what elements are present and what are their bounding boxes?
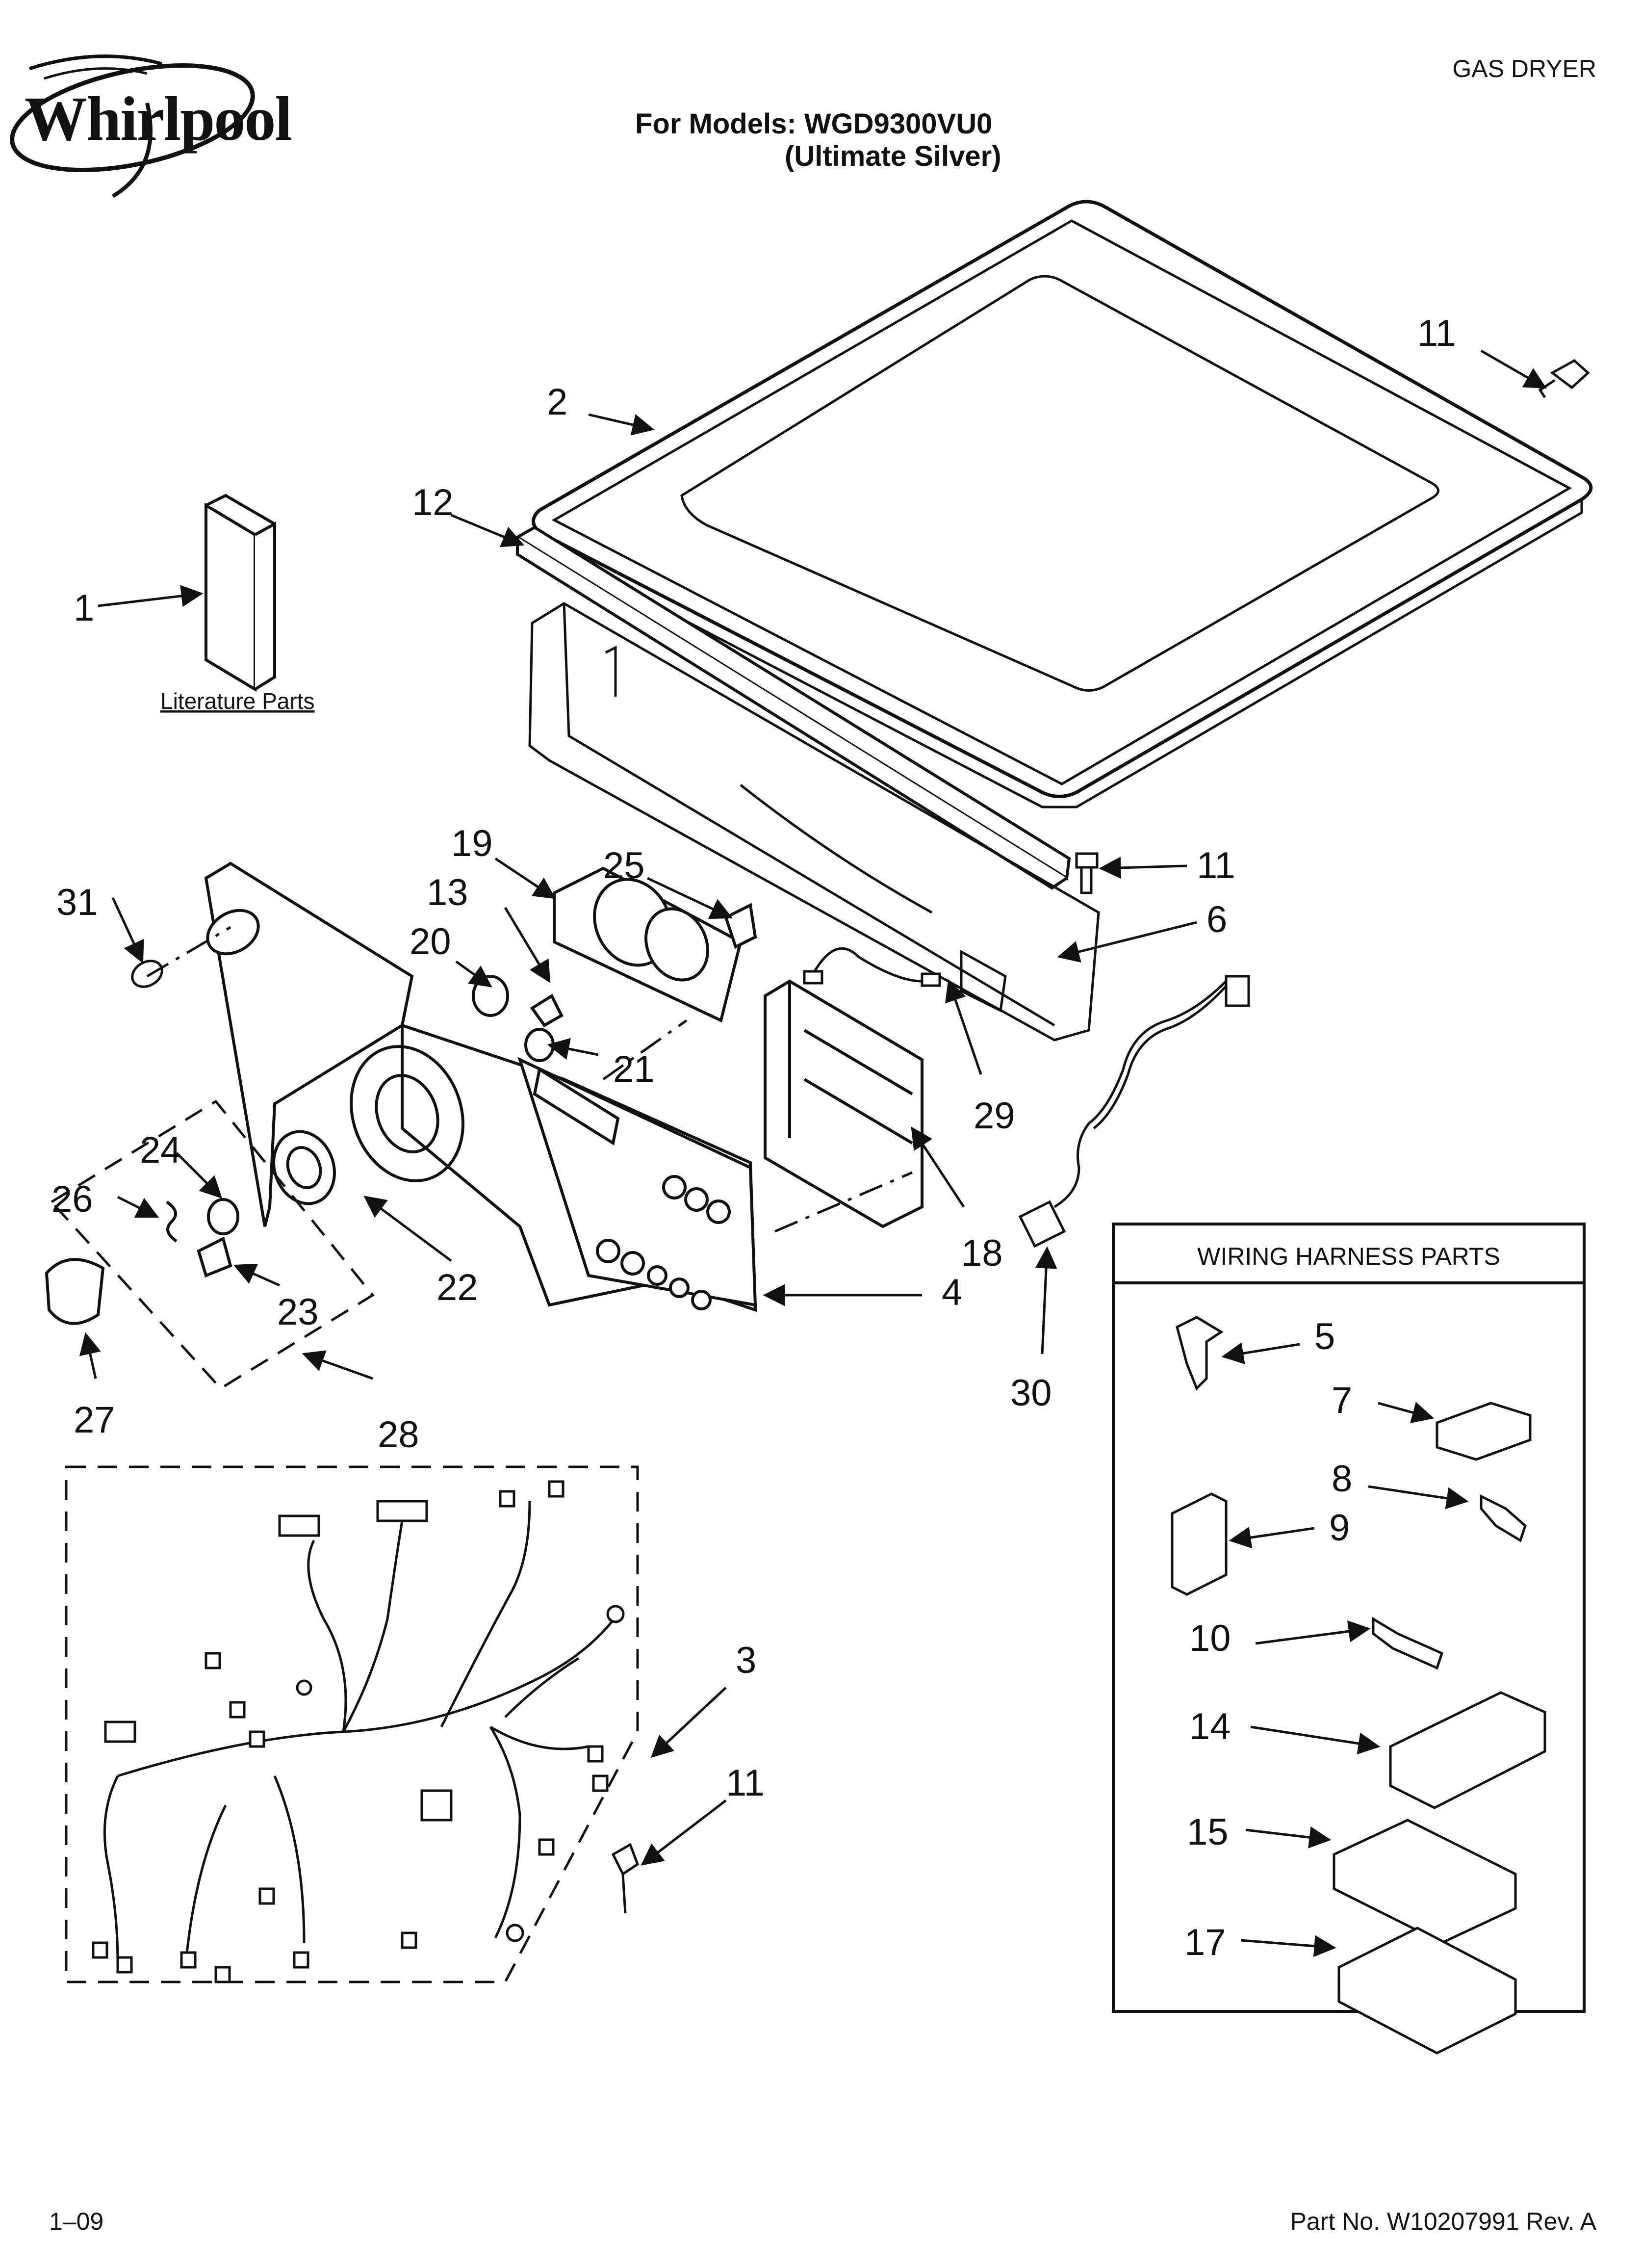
literature-booklet-part-1 [205,494,276,692]
screw-part-11-mid [1075,852,1099,894]
wiring-harness-part-3 [65,1465,639,1983]
callout-24: 24 [140,1129,181,1171]
lens-part-31 [131,960,163,988]
harness-part-30 [1018,975,1250,1248]
callout-1: 1 [74,587,94,629]
callout-14: 14 [1189,1706,1231,1747]
whirlpool-logo: Whirlpool [10,54,292,198]
callout-numbers: 1 2 3 4 5 6 7 8 9 10 11 11 11 12 13 14 1… [51,313,1456,1963]
console-housing-part-4 [204,861,757,1312]
user-interface-module-part-19 [472,866,757,1062]
alignment-leaders [146,926,913,1233]
clip-part-5 [1176,1316,1224,1391]
callout-7: 7 [1332,1380,1352,1421]
product-type: GAS DRYER [1452,55,1596,82]
connector-housing-part-7 [1436,1402,1532,1461]
callout-4: 4 [942,1272,962,1313]
screw-part-11-top [1538,359,1590,398]
callout-21: 21 [613,1048,655,1090]
callout-3: 3 [736,1640,756,1681]
connector-housing-part-15 [1333,1819,1517,1944]
terminal-part-8 [1480,1494,1527,1542]
callout-13: 13 [427,872,468,913]
callout-2: 2 [547,381,567,423]
callout-9: 9 [1329,1507,1350,1549]
callout-22: 22 [436,1267,478,1308]
date-code: 1–09 [49,2208,103,2235]
connector-housing-part-17 [1337,1927,1517,2055]
callout-11-lower: 11 [726,1762,765,1804]
connector-part-9 [1171,1492,1228,1596]
callout-10: 10 [1189,1617,1231,1659]
models-line: For Models: WGD9300VU0 [635,108,992,140]
callout-28: 28 [378,1414,419,1456]
callout-6: 6 [1206,899,1227,940]
literature-parts-label: Literature Parts [160,688,314,714]
terminal-part-10 [1372,1616,1444,1670]
callout-31: 31 [56,882,98,923]
callout-8: 8 [1332,1458,1352,1500]
callout-25: 25 [603,845,645,886]
callout-11-top: 11 [1417,313,1456,354]
trim-strip-part-12 [514,525,1071,890]
wiring-harness-parts-box: WIRING HARNESS PARTS [1112,1223,1586,2055]
connector-housing-part-14 [1389,1691,1546,1809]
callout-19: 19 [451,823,493,864]
knob-kit-outline-part-28 [50,1099,375,1390]
callout-5: 5 [1314,1316,1335,1357]
callout-30: 30 [1010,1372,1052,1414]
screw-part-11-lower [611,1843,640,1914]
callout-23: 23 [277,1291,319,1333]
callout-18: 18 [961,1232,1003,1274]
callout-arrows [79,349,1547,1957]
harness-part-29 [803,947,941,987]
callout-27: 27 [74,1399,115,1441]
wiring-harness-parts-title: WIRING HARNESS PARTS [1197,1243,1500,1270]
callout-15: 15 [1187,1811,1229,1853]
brand-wordmark: Whirlpool [25,84,291,154]
callout-20: 20 [410,921,451,963]
callout-17: 17 [1184,1922,1226,1963]
callout-29: 29 [974,1095,1015,1137]
color-line: (Ultimate Silver) [785,140,1001,172]
part-number: Part No. W10207991 Rev. A [1290,2208,1597,2235]
callout-11-mid: 11 [1197,845,1235,886]
callout-12: 12 [412,482,454,523]
callout-26: 26 [51,1178,93,1220]
top-panel-part-2 [532,200,1593,808]
console-bracket-part-6 [528,602,1100,1042]
control-board-part-18 [764,979,924,1228]
